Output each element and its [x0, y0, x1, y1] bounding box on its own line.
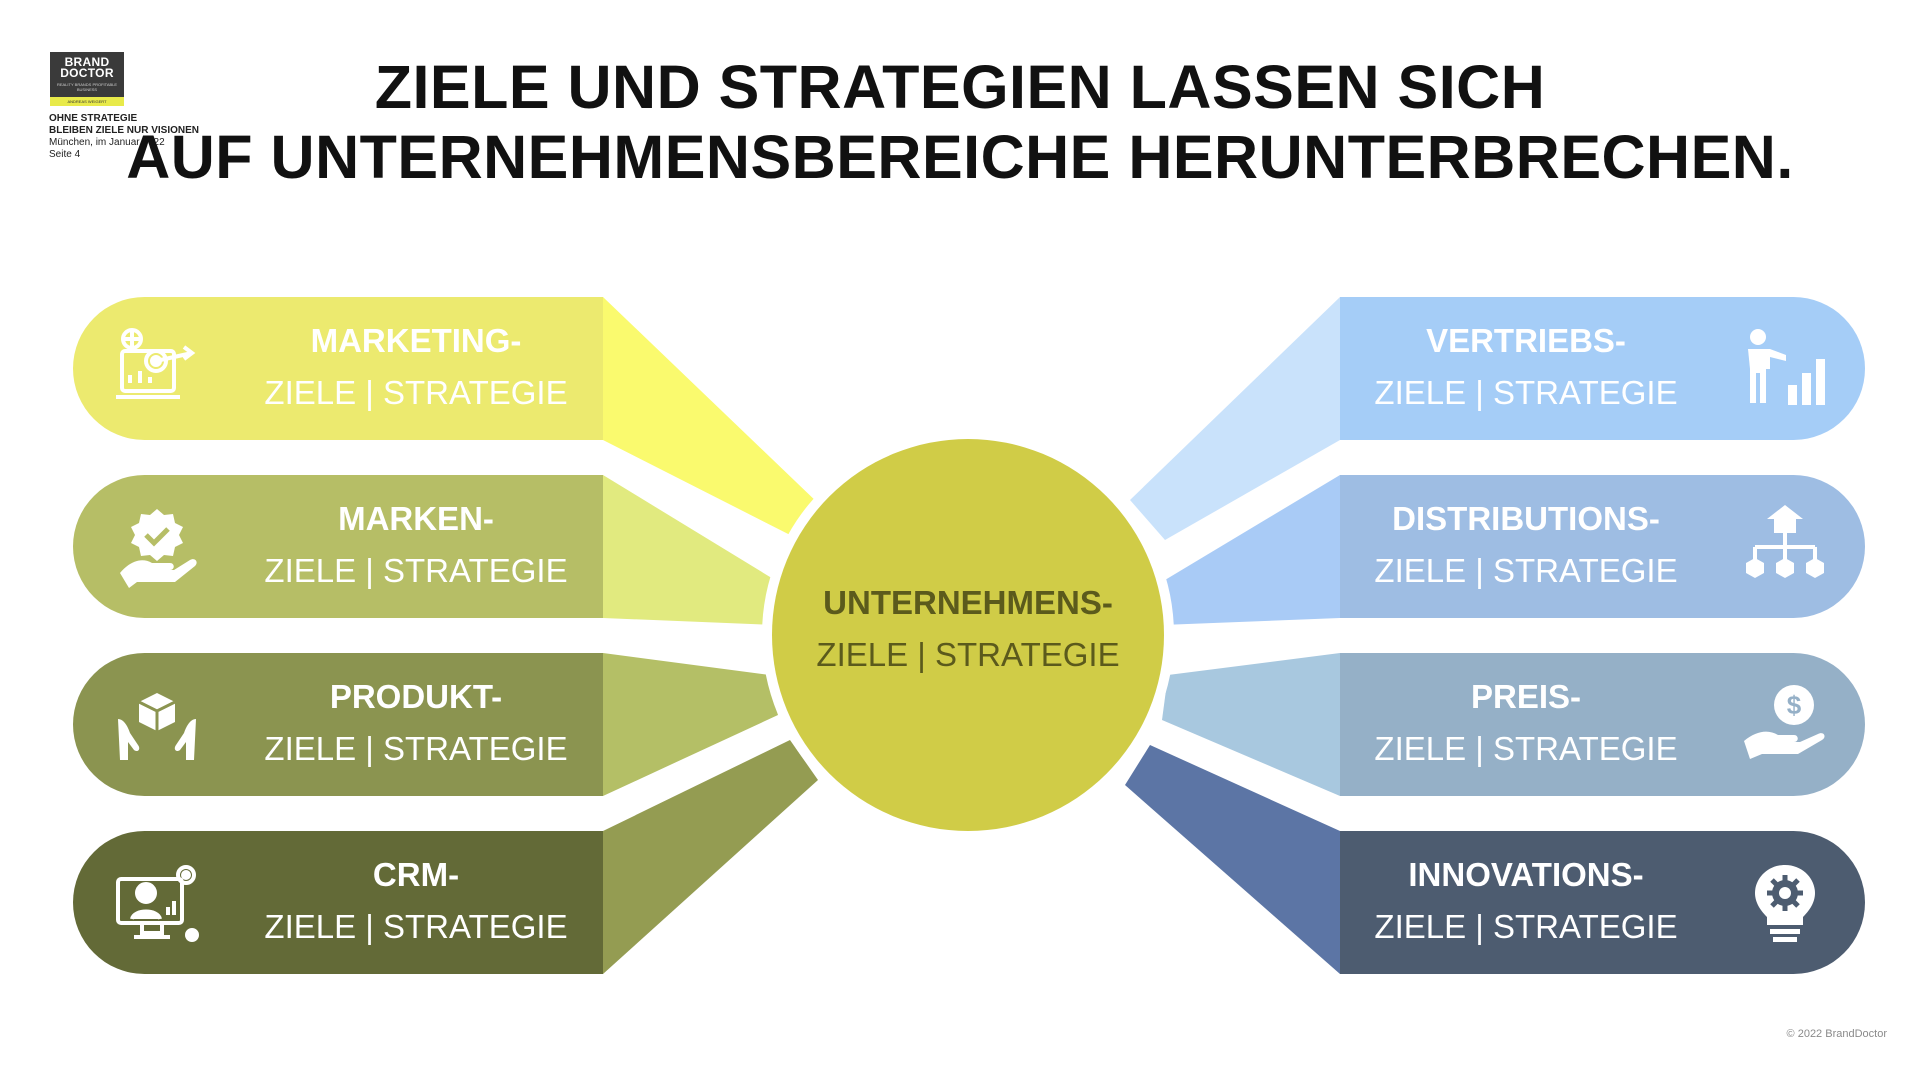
tab-sub: ZIELE | STRATEGIE	[264, 908, 568, 945]
tab-label-left-4: CRM- ZIELE | STRATEGIE	[256, 855, 576, 947]
price-hand-coin-icon: $	[1740, 679, 1830, 769]
tab-head: MARKETING-	[310, 322, 522, 359]
copyright: © 2022 BrandDoctor	[1786, 1028, 1887, 1040]
center-circle	[772, 439, 1164, 831]
tab-sub: ZIELE | STRATEGIE	[264, 730, 568, 767]
svg-text:$: $	[1787, 690, 1802, 720]
sales-presenter-chart-icon	[1740, 323, 1830, 413]
logo-line-2: DOCTOR	[60, 66, 114, 80]
tab-sub: ZIELE | STRATEGIE	[1374, 552, 1678, 589]
connector-wedge-right-1	[1130, 297, 1340, 540]
product-box-hands-icon	[112, 679, 202, 769]
marketing-target-icon	[112, 323, 202, 413]
tab-sub: ZIELE | STRATEGIE	[264, 374, 568, 411]
page-title: ZIELE UND STRATEGIEN LASSEN SICH AUF UNT…	[0, 52, 1920, 192]
tab-label-right-1: VERTRIEBS- ZIELE | STRATEGIE	[1366, 321, 1686, 413]
tab-label-left-3: PRODUKT- ZIELE | STRATEGIE	[256, 677, 576, 769]
connector-wedge-left-4	[603, 740, 818, 974]
tab-label-left-1: MARKETING- ZIELE | STRATEGIE	[256, 321, 576, 413]
connector-wedge-left-3	[603, 653, 778, 796]
logo-tagline: REALITY BRANDS PROFITABLE BUSINESS	[56, 82, 118, 92]
brand-logo: BRAND DOCTOR REALITY BRANDS PROFITABLE B…	[50, 52, 124, 106]
tab-label-right-3: PREIS- ZIELE | STRATEGIE	[1366, 677, 1686, 769]
tab-sub: ZIELE | STRATEGIE	[264, 552, 568, 589]
connector-wedge-left-2	[603, 475, 775, 625]
tab-head: VERTRIEBS-	[1426, 322, 1626, 359]
meta-line-4: Seite 4	[49, 149, 81, 160]
center-label-head: UNTERNEHMENS-	[823, 584, 1113, 621]
tab-head: PREIS-	[1470, 678, 1582, 715]
connector-wedge-left-1	[603, 297, 820, 540]
distribution-network-icon	[1740, 501, 1830, 591]
tab-sub: ZIELE | STRATEGIE	[1374, 908, 1678, 945]
tab-label-right-2: DISTRIBUTIONS- ZIELE | STRATEGIE	[1366, 499, 1686, 591]
tab-head: MARKEN-	[338, 500, 494, 537]
crm-agent-monitor-icon	[112, 857, 202, 947]
tab-head: CRM-	[372, 856, 460, 893]
tab-label-right-4: INNOVATIONS- ZIELE | STRATEGIE	[1366, 855, 1686, 947]
meta-line-2: BLEIBEN ZIELE NUR VISIONEN	[49, 125, 200, 136]
logo-bar-text: ANDREAS WEIGERT	[50, 97, 124, 106]
title-line-1: ZIELE UND STRATEGIEN LASSEN SICH	[374, 53, 1546, 121]
tab-left-4	[73, 831, 603, 974]
innovation-bulb-gear-icon	[1740, 857, 1830, 947]
connector-wedge-right-3	[1162, 653, 1340, 796]
logo-line-1: BRAND	[64, 55, 110, 69]
tab-right-3	[1340, 653, 1865, 796]
connector-wedge-right-2	[1162, 475, 1340, 625]
tab-sub: ZIELE | STRATEGIE	[1374, 730, 1678, 767]
tab-head: PRODUKT-	[329, 678, 503, 715]
slide-meta: OHNE STRATEGIE BLEIBEN ZIELE NUR VISIONE…	[49, 113, 199, 161]
title-line-2: AUF UNTERNEHMENSBEREICHE HERUNTERBRECHEN…	[126, 123, 1794, 191]
tab-right-1	[1340, 297, 1865, 440]
tab-head: INNOVATIONS-	[1408, 856, 1644, 893]
meta-line-3: München, im Januar 2022	[49, 137, 165, 148]
center-label: UNTERNEHMENS- ZIELE | STRATEGIE	[788, 583, 1148, 675]
tab-sub: ZIELE | STRATEGIE	[1374, 374, 1678, 411]
connector-wedge-right-4	[1125, 745, 1340, 974]
meta-line-1: OHNE STRATEGIE	[49, 113, 138, 124]
tab-label-left-2: MARKEN- ZIELE | STRATEGIE	[256, 499, 576, 591]
brand-hand-badge-icon	[112, 501, 202, 591]
center-label-sub: ZIELE | STRATEGIE	[816, 636, 1120, 673]
tab-head: DISTRIBUTIONS-	[1392, 500, 1660, 537]
